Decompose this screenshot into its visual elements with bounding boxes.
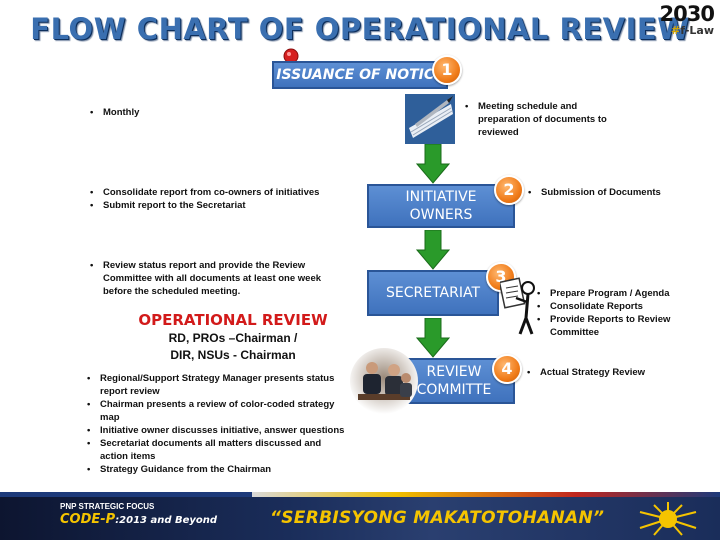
footer-flag-strip [0,492,720,497]
step-number-badge: 4 [492,354,522,384]
footer-slogan: “SERBISYONG MAKATOTOHANAN” [270,508,605,528]
flow-arrow-down [416,144,450,184]
code-label: CODE-P [60,512,116,527]
list-item: Consolidate report from co-owners of ini… [89,186,349,199]
footer-code-p: CODE-P:2013 and Beyond [60,512,217,527]
step-label-line2: COMMITTE [416,382,492,398]
documents-pen-image [405,94,455,144]
note-review-agenda: Regional/Support Strategy Manager presen… [86,372,351,476]
list-item: Regional/Support Strategy Manager presen… [86,372,351,398]
code-rest: :2013 and Beyond [115,515,218,526]
list-item: Monthly [89,106,289,119]
list-item: Submission of Documents [527,186,707,199]
note-monthly: Monthly [89,106,289,119]
step-issuance-of-notice: ISSUANCE OF NOTICE [272,61,448,89]
flow-arrow-down [416,230,450,270]
logo-sub-text: f-Law [680,24,714,37]
list-item: Review status report and provide the Rev… [89,259,339,298]
operational-review-chair-2: DIR, NSUs - Chairman [170,348,296,362]
note-secretariat-tasks: Prepare Program / Agenda Consolidate Rep… [536,287,716,339]
list-item: Meeting schedule and preparation of docu… [464,100,614,139]
operational-review-chair-1: RD, PROs –Chairman / [168,331,298,345]
list-item: Prepare Program / Agenda [536,287,716,300]
list-item: Provide Reports to Review Committee [536,313,716,339]
step-number-badge: 2 [494,175,524,205]
list-item: Actual Strategy Review [526,366,706,379]
footer-pnp-label: PNP STRATEGIC FOCUS [60,502,155,511]
logo-2030: 2030 [659,2,715,26]
step-label: SECRETARIAT [385,285,481,301]
logo-accent: # [671,24,681,37]
page-title: FLOW CHART OF OPERATIONAL REVIEW [30,12,690,46]
list-item: Secretariat documents all matters discus… [86,437,351,463]
sun-emblem-icon [639,502,697,536]
list-item: Submit report to the Secretariat [89,199,349,212]
note-review-status: Review status report and provide the Rev… [89,259,339,298]
list-item: Initiative owner discusses initiative, a… [86,424,351,437]
step-label: ISSUANCE OF NOTICE [276,67,444,83]
logo-subtitle: #f-Law [671,24,714,37]
meeting-photo-image [350,348,418,414]
step-label-line2: OWNERS [409,207,473,223]
note-meeting-schedule: Meeting schedule and preparation of docu… [464,100,614,139]
note-consolidate: Consolidate report from co-owners of ini… [89,186,349,212]
note-actual-review: Actual Strategy Review [526,366,706,379]
step-label-line1: REVIEW [426,364,482,380]
step-number-badge: 1 [432,55,462,85]
operational-review-heading: OPERATIONAL REVIEW [138,311,328,329]
step-secretariat: SECRETARIAT [367,270,499,316]
footer-banner [0,497,720,540]
list-item: Consolidate Reports [536,300,716,313]
flow-arrow-down [416,318,450,358]
list-item: Strategy Guidance from the Chairman [86,463,351,476]
note-submission: Submission of Documents [527,186,707,199]
list-item: Chairman presents a review of color-code… [86,398,351,424]
person-clipboard-icon [500,277,535,335]
step-initiative-owners: INITIATIVE OWNERS [367,184,515,228]
step-label-line1: INITIATIVE [405,189,477,205]
